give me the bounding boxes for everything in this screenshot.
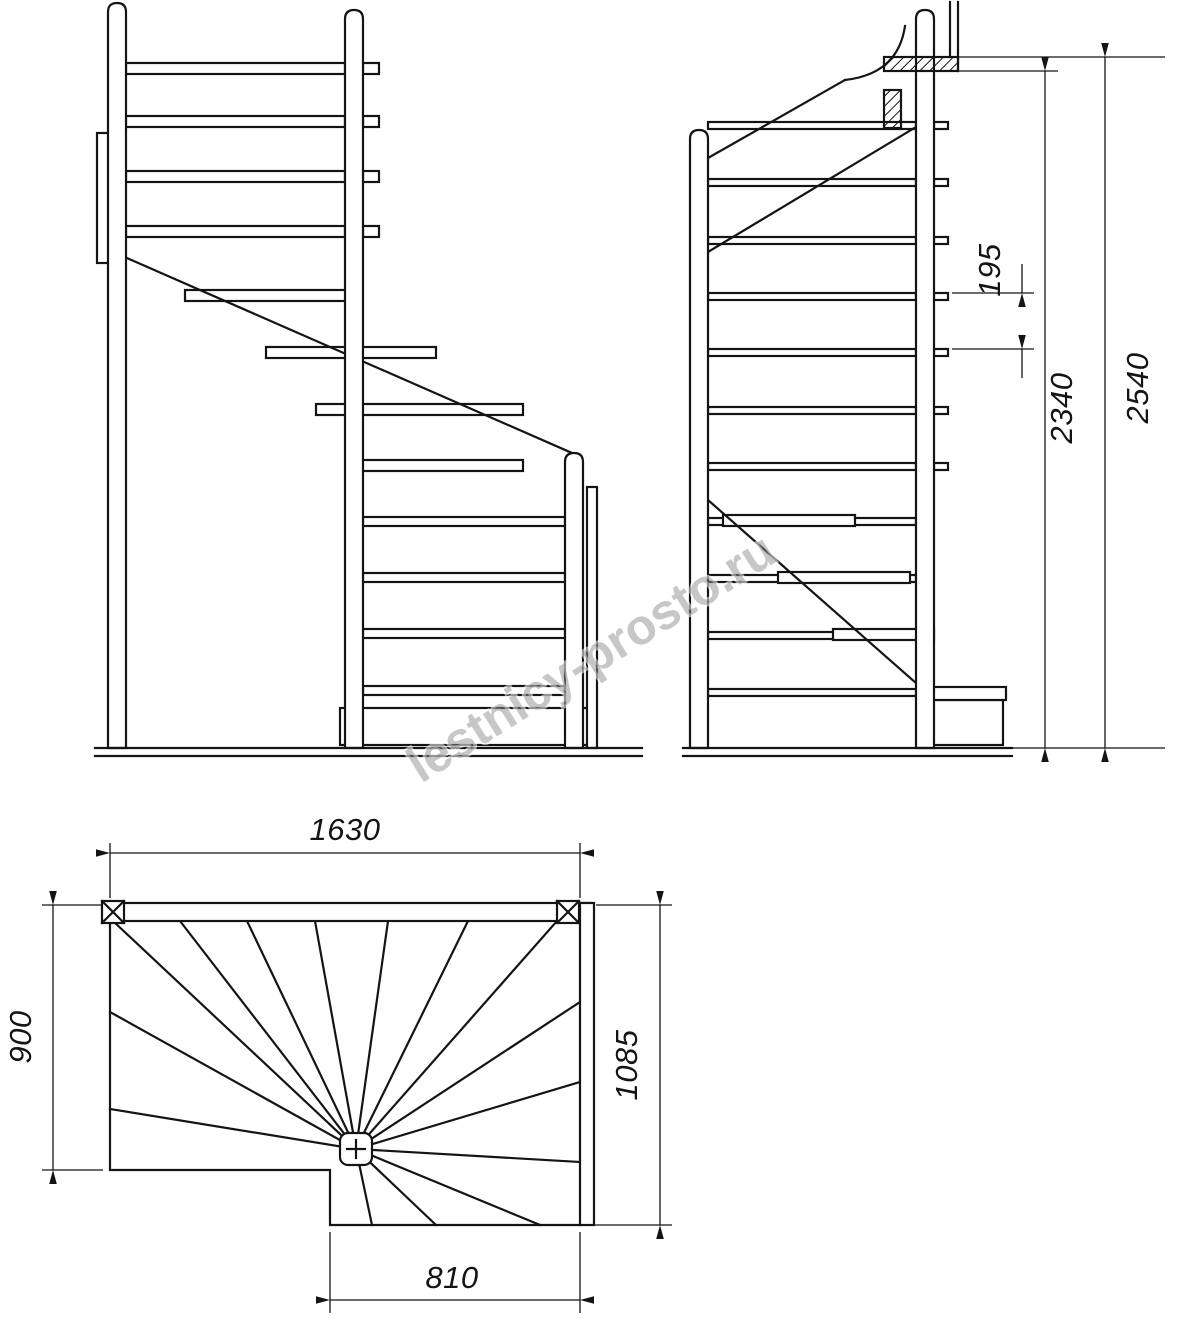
dimension-annotations: 195 2340 2540 1630 900 bbox=[3, 43, 1165, 1313]
top-stringer-plan bbox=[108, 901, 594, 923]
dim-step-rise-group: 195 bbox=[952, 243, 1034, 378]
dim-left-depth-label: 900 bbox=[3, 1010, 38, 1063]
bottom-step-riser bbox=[931, 698, 1005, 747]
winder-tread-lines bbox=[108, 919, 582, 1227]
newel-post-right bbox=[563, 451, 585, 750]
dim-total-height-label: 2540 bbox=[1120, 353, 1155, 425]
dim-entry-width-group: 810 bbox=[316, 1232, 594, 1313]
landing-tread-section bbox=[882, 55, 960, 73]
right-stringer-plan bbox=[578, 901, 596, 1227]
newel-post-left bbox=[106, 1, 128, 750]
base-step bbox=[338, 706, 597, 747]
rail-bars-side bbox=[706, 120, 950, 698]
dim-overall-width-group: 1630 bbox=[96, 812, 594, 898]
post-center-side bbox=[914, 8, 936, 750]
dim-step-rise-label: 195 bbox=[972, 243, 1007, 296]
dim-floor-to-ceiling-group: 2340 bbox=[958, 57, 1079, 762]
handrail-side bbox=[706, 78, 847, 160]
corner-post-top-left bbox=[100, 899, 126, 925]
bottom-step-tread bbox=[927, 685, 1008, 702]
dim-overall-width-label: 1630 bbox=[310, 812, 381, 847]
handrail-bars bbox=[124, 61, 381, 239]
dim-right-depth-label: 1085 bbox=[609, 1029, 644, 1100]
landing-support-section bbox=[882, 88, 903, 130]
center-post-section bbox=[338, 1131, 374, 1167]
dim-floor-to-ceiling-label: 2340 bbox=[1044, 373, 1079, 445]
corner-post-top-right bbox=[555, 899, 581, 925]
front-elevation-view bbox=[93, 1, 644, 758]
dim-right-depth-group: 1085 bbox=[585, 891, 672, 1239]
plan-outline bbox=[108, 919, 582, 1227]
baluster-board-right bbox=[585, 485, 599, 750]
floor-line-front bbox=[93, 746, 644, 758]
dim-left-depth-group: 900 bbox=[3, 891, 103, 1184]
plan-view bbox=[100, 899, 596, 1227]
floor-line-side bbox=[681, 746, 1014, 758]
dim-total-height-group: 2540 bbox=[958, 43, 1165, 762]
newel-post-center bbox=[343, 8, 365, 750]
dim-entry-width-label: 810 bbox=[425, 1260, 478, 1295]
stringer-upper-side bbox=[706, 125, 918, 254]
stringer-lower-side bbox=[706, 498, 935, 700]
post-left-side bbox=[688, 128, 710, 750]
treads-front bbox=[183, 288, 567, 697]
side-elevation-view bbox=[681, 0, 1014, 758]
